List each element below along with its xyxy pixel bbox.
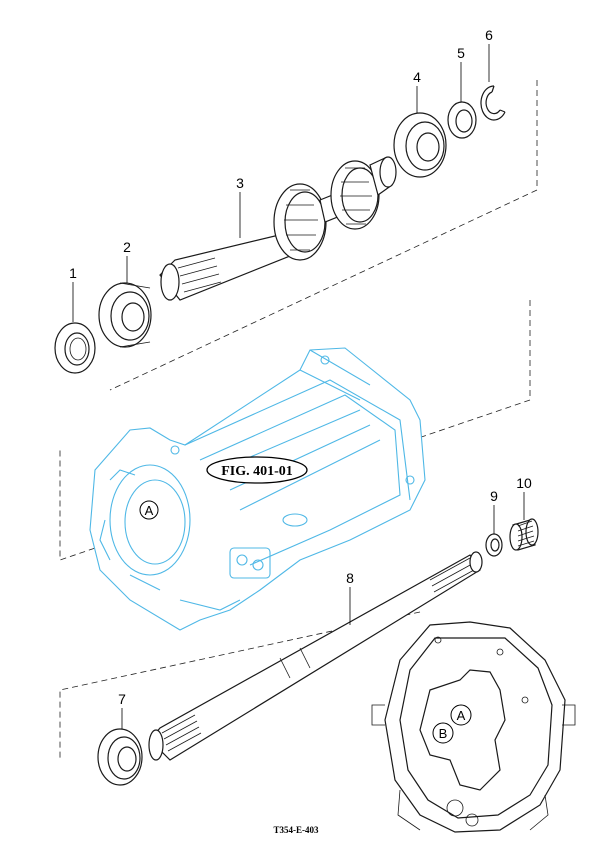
part-7-ball-bearing	[97, 728, 143, 786]
callout-10: 10	[516, 475, 532, 520]
callout-8-text: 8	[346, 570, 354, 586]
callout-5-text: 5	[457, 45, 465, 61]
callout-4-text: 4	[413, 69, 421, 85]
figure-reference-label: FIG. 401-01	[206, 456, 308, 484]
part-5-thrust-washer	[447, 101, 477, 139]
callout-8: 8	[346, 570, 354, 625]
callout-3-text: 3	[236, 175, 244, 191]
callout-4: 4	[413, 69, 421, 113]
part-8-main-shaft	[148, 551, 483, 761]
drawing-code: T354-E-403	[274, 825, 320, 835]
callout-9: 9	[490, 488, 498, 534]
part-10-needle-bearing	[509, 518, 539, 551]
callout-3: 3	[236, 175, 244, 238]
part-1-oil-seal	[54, 322, 96, 374]
transmission-housing	[89, 347, 426, 631]
callout-5: 5	[457, 45, 465, 102]
view-marker-a-left-text: A	[145, 503, 154, 518]
callout-7-text: 7	[118, 691, 126, 707]
callout-6: 6	[485, 27, 493, 82]
callout-9-text: 9	[490, 488, 498, 504]
view-marker-b-right: B	[432, 722, 454, 744]
part-3-gear-shaft	[159, 156, 397, 301]
view-marker-a-right-text: A	[457, 708, 466, 723]
figure-reference-text: FIG. 401-01	[221, 464, 293, 479]
callout-2-text: 2	[123, 239, 131, 255]
callout-2: 2	[123, 239, 131, 283]
clutch-housing-view	[371, 621, 576, 833]
part-6-snap-ring	[480, 85, 506, 121]
callout-6-text: 6	[485, 27, 493, 43]
view-marker-b-right-text: B	[439, 726, 448, 741]
view-marker-a-right: A	[450, 704, 472, 726]
view-marker-a-left: A	[139, 500, 159, 520]
assembly-guide-lines	[59, 80, 538, 760]
callout-1: 1	[69, 265, 77, 322]
part-4-ball-bearing	[393, 112, 447, 178]
callout-7: 7	[118, 691, 126, 729]
callout-1-text: 1	[69, 265, 77, 281]
callout-10-text: 10	[516, 475, 532, 491]
part-2-ball-bearing	[98, 282, 152, 348]
part-9-thrust-washer	[485, 533, 503, 557]
